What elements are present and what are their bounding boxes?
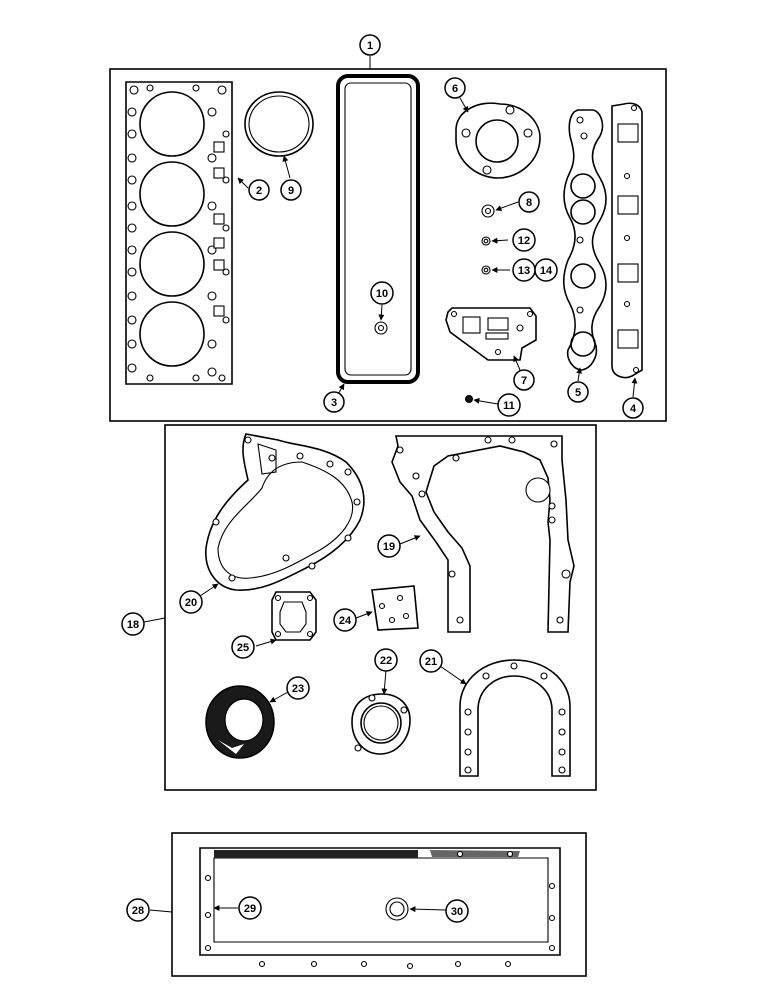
rocker-cover-gasket bbox=[336, 74, 420, 384]
callout-22-label: 22 bbox=[380, 655, 392, 667]
callout-21: 21 bbox=[419, 649, 443, 673]
front-oil-seal bbox=[205, 685, 275, 759]
callout-30-label: 30 bbox=[451, 906, 463, 918]
front-plate-gasket bbox=[391, 435, 575, 633]
callout-28-label: 28 bbox=[132, 905, 144, 917]
cylinder-head-gasket bbox=[125, 81, 233, 385]
callout-9: 9 bbox=[280, 179, 302, 201]
callout-23-label: 23 bbox=[292, 683, 304, 695]
callout-7: 7 bbox=[513, 369, 535, 391]
callout-14-label: 14 bbox=[540, 265, 553, 277]
callouts: 1 2 9 3 4 5 6 7 8 12 13 14 10 11 18 19 2… bbox=[121, 34, 644, 923]
callout-8-label: 8 bbox=[526, 197, 532, 209]
exhaust-manifold-gasket bbox=[562, 109, 607, 371]
callout-6-label: 6 bbox=[452, 83, 458, 95]
callout-23: 23 bbox=[286, 676, 310, 700]
callout-24: 24 bbox=[333, 608, 357, 632]
callout-2-label: 2 bbox=[256, 185, 262, 197]
callout-13: 13 bbox=[512, 258, 536, 282]
seal-8 bbox=[481, 204, 495, 218]
drain-plug-washer bbox=[385, 897, 409, 921]
callout-24-label: 24 bbox=[339, 615, 352, 627]
callout-10: 10 bbox=[370, 281, 394, 305]
leader-lines bbox=[143, 56, 638, 913]
callout-3-label: 3 bbox=[331, 397, 337, 409]
callout-11: 11 bbox=[497, 393, 521, 417]
callout-25: 25 bbox=[231, 635, 255, 659]
callout-1-label: 1 bbox=[367, 40, 373, 52]
crankshaft-seal-carrier-gasket bbox=[459, 659, 571, 777]
square-plate-gasket bbox=[371, 585, 419, 631]
callout-4-label: 4 bbox=[630, 403, 637, 415]
seal-13 bbox=[481, 265, 491, 275]
callout-30: 30 bbox=[445, 899, 469, 923]
callout-18-label: 18 bbox=[127, 619, 139, 631]
flange-gasket bbox=[455, 102, 541, 179]
thermostat-housing-gasket bbox=[271, 591, 317, 641]
callout-5: 5 bbox=[567, 381, 589, 403]
callout-11-label: 11 bbox=[503, 400, 515, 412]
callout-10-label: 10 bbox=[376, 288, 388, 300]
callout-29-label: 29 bbox=[244, 903, 256, 915]
callout-20: 20 bbox=[179, 590, 203, 614]
timing-cover-gasket bbox=[205, 433, 365, 591]
callout-1: 1 bbox=[359, 34, 381, 56]
callout-19: 19 bbox=[377, 534, 401, 558]
callout-4: 4 bbox=[622, 397, 644, 419]
callout-25-label: 25 bbox=[237, 642, 249, 654]
callout-8: 8 bbox=[518, 191, 540, 213]
callout-22: 22 bbox=[374, 648, 398, 672]
callout-12-label: 12 bbox=[518, 235, 530, 247]
grommet bbox=[374, 321, 388, 335]
oil-pan-gasket-set-panel bbox=[171, 832, 587, 977]
callout-5-label: 5 bbox=[575, 387, 581, 399]
callout-2: 2 bbox=[248, 179, 270, 201]
callout-20-label: 20 bbox=[185, 597, 197, 609]
callout-3: 3 bbox=[323, 391, 345, 413]
callout-12: 12 bbox=[512, 228, 536, 252]
intake-manifold-gasket bbox=[611, 102, 643, 379]
callout-19-label: 19 bbox=[383, 541, 395, 553]
callout-21-label: 21 bbox=[425, 656, 437, 668]
callout-28: 28 bbox=[126, 898, 150, 922]
callout-18: 18 bbox=[121, 612, 145, 636]
callout-29: 29 bbox=[238, 896, 262, 920]
ball-11 bbox=[465, 395, 473, 403]
callout-6: 6 bbox=[444, 77, 466, 99]
front-gasket-set-panel bbox=[164, 424, 597, 791]
seal-12 bbox=[481, 236, 491, 246]
water-pump-gasket bbox=[351, 693, 411, 755]
cover-plate-gasket bbox=[445, 307, 537, 361]
ring-gasket bbox=[244, 91, 314, 157]
callout-9-label: 9 bbox=[288, 185, 294, 197]
oil-pan-gasket bbox=[199, 847, 561, 970]
upper-gasket-set-panel bbox=[109, 68, 667, 422]
callout-13-label: 13 bbox=[518, 265, 530, 277]
callout-14: 14 bbox=[534, 258, 558, 282]
callout-7-label: 7 bbox=[521, 375, 527, 387]
